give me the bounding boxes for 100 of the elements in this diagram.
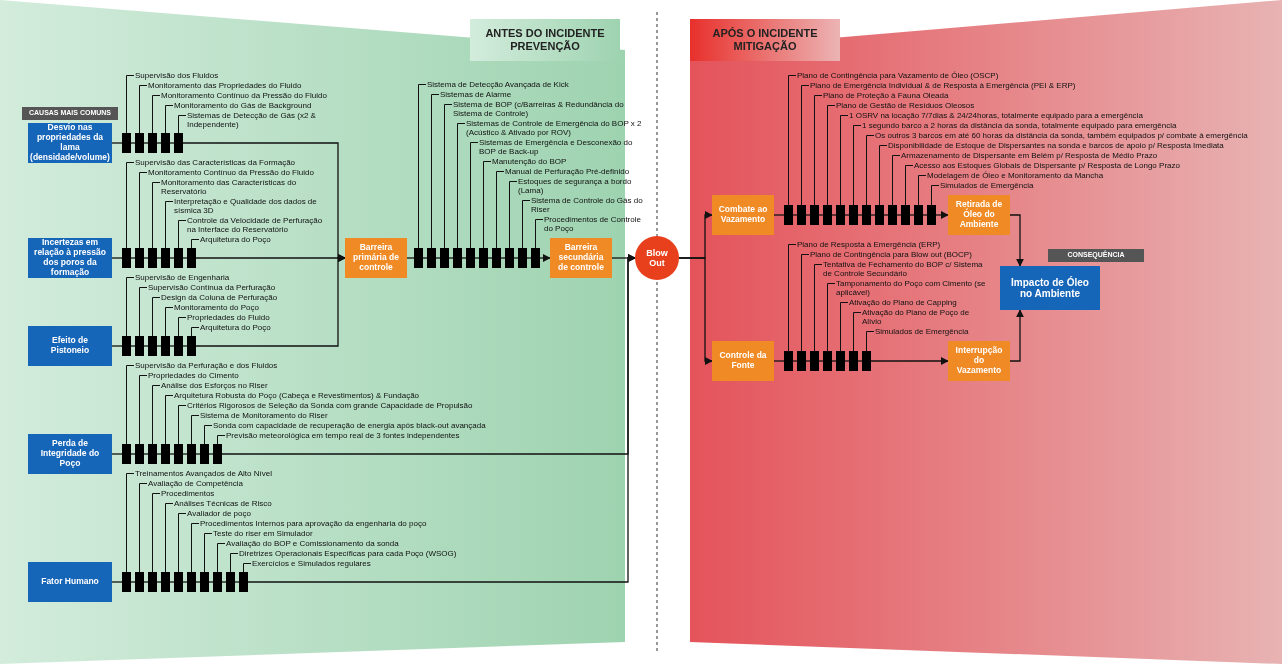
connector-line <box>195 453 201 455</box>
leader-line <box>139 172 148 249</box>
barrier-label: Supervisão Contínua da Perfuração <box>148 283 276 292</box>
leader-line <box>191 239 200 249</box>
barrier-label: Sonda com capacidade de recuperação de energia após black-out avançada <box>213 421 486 430</box>
barrier-block <box>161 336 170 356</box>
leader-line <box>165 395 174 445</box>
barrier-label: Sistemas de Emergência e Desconexão do BOP de Back-up <box>479 138 648 156</box>
barrier-label: Sistema de Detecção Avançada de Kick <box>427 80 569 89</box>
leader-line <box>535 219 544 249</box>
connector-line <box>156 257 162 259</box>
arrow <box>678 257 713 365</box>
barrier-label: Procedimentos <box>161 489 215 498</box>
leader-line <box>204 425 213 445</box>
barrier-block <box>784 205 793 225</box>
barrier-block <box>135 336 144 356</box>
barrier-box: Controle da Fonte <box>712 341 774 381</box>
leader-line <box>152 297 161 337</box>
threat-box: Efeito de Pistoneio <box>28 326 112 366</box>
barrier-block <box>466 248 475 268</box>
leader-line <box>827 105 836 206</box>
arrow <box>539 254 551 262</box>
connector-line <box>156 581 162 583</box>
connector-line <box>234 581 240 583</box>
leader-line <box>918 175 927 206</box>
barrier-label: Procedimentos de Controle do Poço <box>544 215 648 233</box>
barrier-label: Monitoramento das Propriedades do Fluido <box>148 81 302 90</box>
barrier-label: Os outros 3 barcos em até 60 horas da distância da sonda, também equipados p/ combate à emergência <box>875 131 1248 140</box>
barrier-label: Monitoramento das Características do Reservatório <box>161 178 333 196</box>
leader-line <box>457 123 466 249</box>
barrier-block <box>161 133 170 153</box>
leader-line <box>788 244 797 352</box>
event-circle: Blow Out <box>635 236 679 280</box>
leader-line <box>139 287 148 337</box>
barrier-label: Arquitetura Robusta do Poço (Cabeça e Revestimentos) & Fundação <box>174 391 420 400</box>
barrier-label: Sistemas de Detecção de Gás (x2 & Independente) <box>187 111 333 129</box>
leader-line <box>892 155 901 206</box>
leader-line <box>152 493 161 573</box>
leader-line <box>178 115 187 134</box>
barrier-block <box>810 205 819 225</box>
leader-line <box>126 365 135 445</box>
leader-line <box>165 105 174 134</box>
connector-line <box>818 214 824 216</box>
barrier-block <box>174 133 183 153</box>
connector-line <box>805 360 811 362</box>
barrier-block <box>148 572 157 592</box>
leader-line <box>191 523 200 573</box>
arrow <box>870 357 949 365</box>
leader-line <box>230 553 239 573</box>
barrier-label: Sistema de Controle do Gás do Riser <box>531 196 648 214</box>
barrier-block <box>187 248 196 268</box>
barrier-label: 1 segundo barco a 2 horas da distância da sonda, totalmente equipado para emergência <box>862 121 1177 130</box>
leader-line <box>853 312 862 352</box>
arrow <box>1009 309 1024 362</box>
connector-line <box>487 257 493 259</box>
barrier-block <box>226 572 235 592</box>
leader-line <box>788 75 797 206</box>
leader-line <box>191 415 200 445</box>
barrier-label: Monitoramento do Poço <box>174 303 259 312</box>
barrier-label: Propriedades do Fluido <box>187 313 270 322</box>
leader-line <box>866 135 875 206</box>
leader-line <box>243 563 252 573</box>
barrier-block <box>901 205 910 225</box>
threat-box: Perda de Integridade do Poço <box>28 434 112 474</box>
barrier-label: Análises Técnicas de Risco <box>174 499 272 508</box>
connector-line <box>156 453 162 455</box>
connector-line <box>111 345 123 347</box>
leader-line <box>139 375 148 445</box>
barrier-label: Propriedades do Cimento <box>148 371 239 380</box>
arrow <box>611 254 636 262</box>
connector-line <box>143 142 149 144</box>
barrier-block <box>161 572 170 592</box>
arrow <box>935 211 949 219</box>
connector-line <box>208 581 214 583</box>
barrier-label: Tamponamento do Poço com Cimento (se aplicável) <box>836 279 990 297</box>
barrier-block <box>122 444 131 464</box>
barrier-block <box>797 351 806 371</box>
barrier-block <box>927 205 936 225</box>
connector-line <box>857 214 863 216</box>
connector-line <box>818 360 824 362</box>
leader-line <box>178 220 187 249</box>
barrier-block <box>823 205 832 225</box>
leader-line <box>126 162 135 249</box>
connector-line <box>169 453 175 455</box>
barrier-label: 1 OSRV na locação 7/7dias & 24/24horas, totalmente equipado para a emergência <box>849 111 1143 120</box>
barrier-block <box>505 248 514 268</box>
barrier-block <box>518 248 527 268</box>
barrier-label: Arquitetura do Poço <box>200 323 271 332</box>
barrier-block <box>862 205 871 225</box>
barrier-label: Treinamentos Avançados de Alto Nível <box>135 469 272 478</box>
connector-line <box>156 142 162 144</box>
connector-line <box>182 581 188 583</box>
barrier-block <box>849 205 858 225</box>
barrier-block <box>174 572 183 592</box>
barrier-block <box>784 351 793 371</box>
leader-line <box>178 317 187 337</box>
connector-line <box>143 345 149 347</box>
barrier-block <box>122 133 131 153</box>
barrier-label: Plano de Contingência para Blow out (BOCP) <box>810 250 972 259</box>
leader-line <box>418 84 427 249</box>
